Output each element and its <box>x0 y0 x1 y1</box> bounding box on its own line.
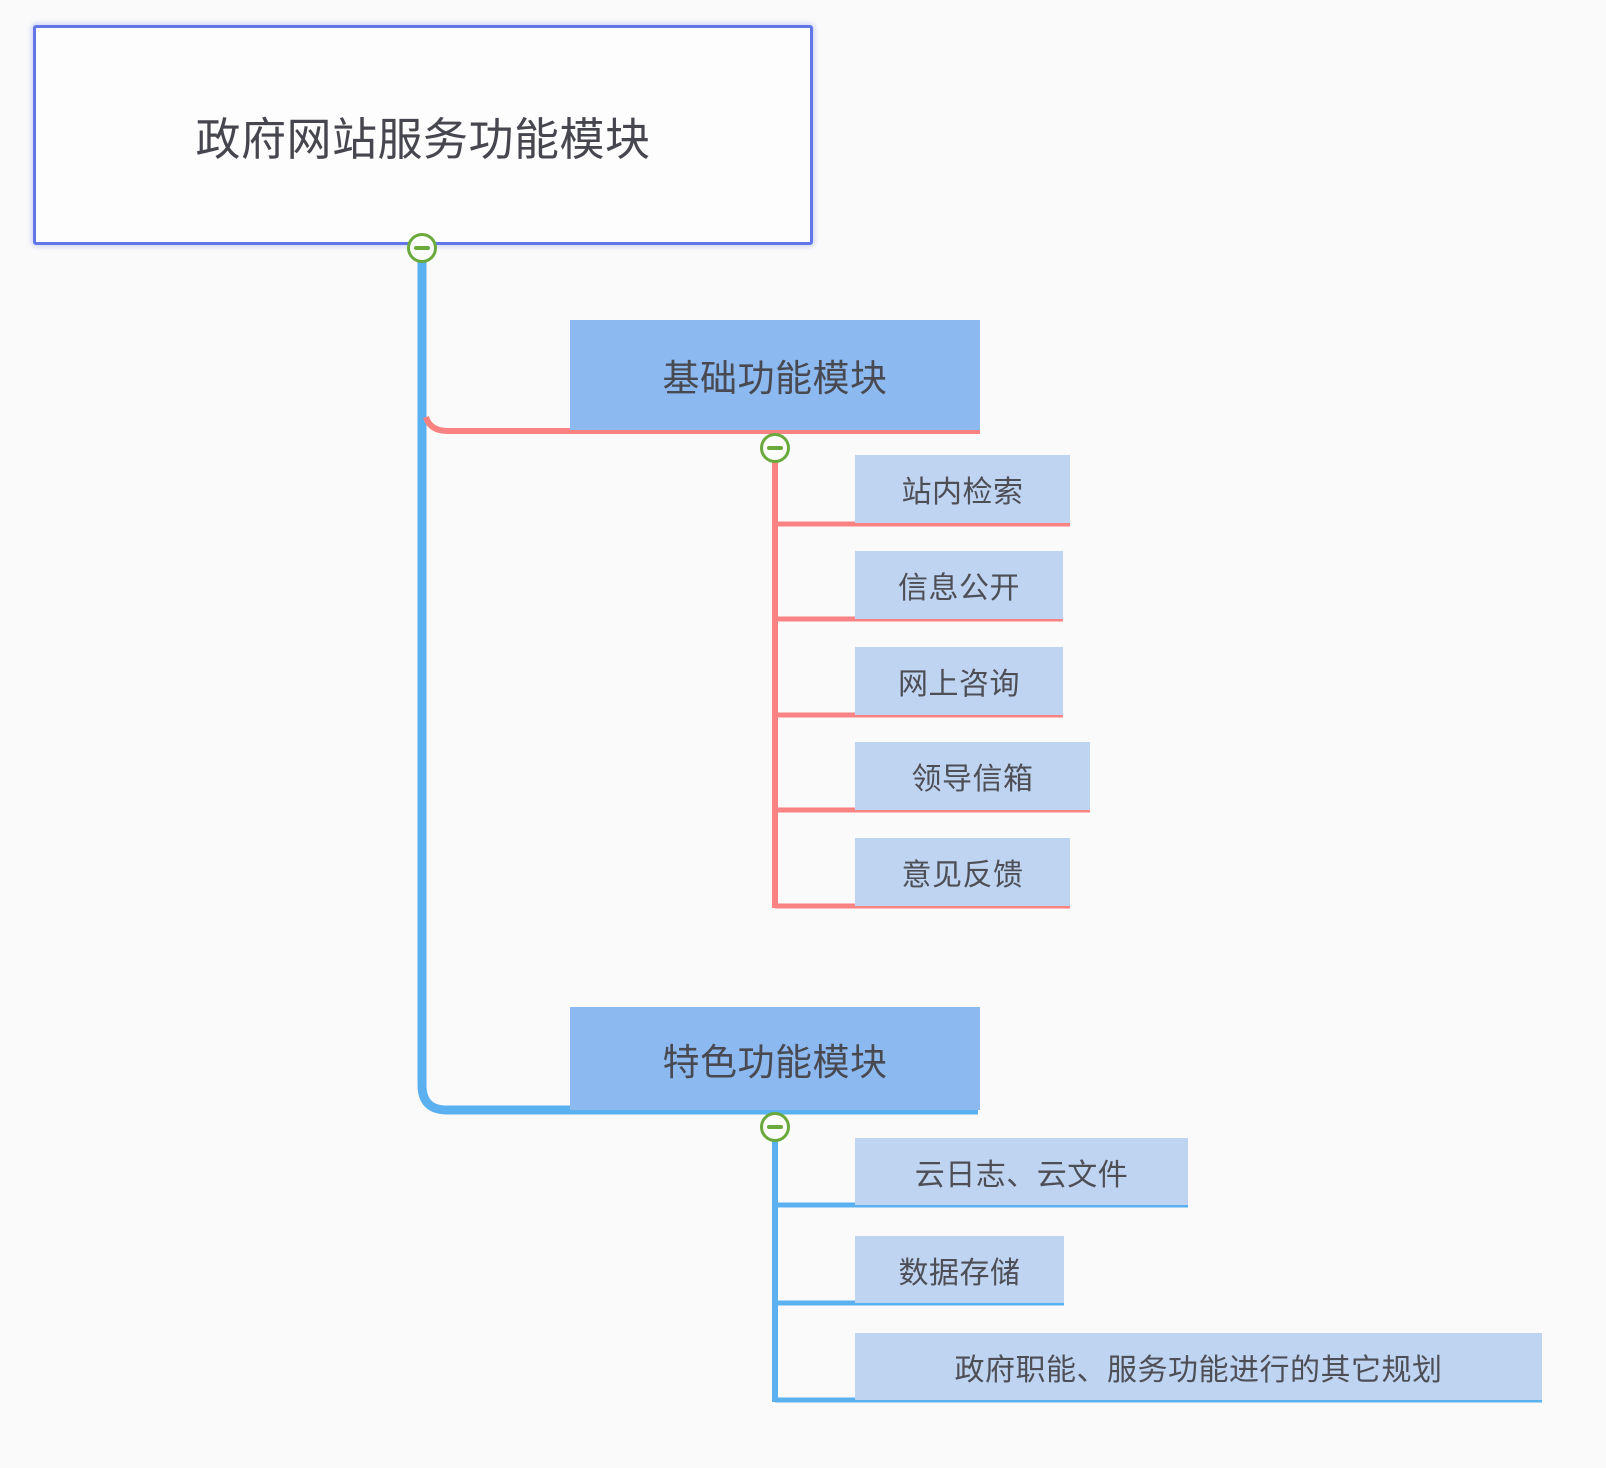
leaf-node-2-1[interactable]: 云日志、云文件 <box>855 1138 1188 1205</box>
leaf-node-1-4[interactable]: 领导信箱 <box>855 742 1090 810</box>
leaf-node-1-1-label: 站内检索 <box>901 475 1024 510</box>
leaf-node-2-3-label: 政府职能、服务功能进行的其它规划 <box>954 1352 1443 1388</box>
leaf-node-1-3-label: 网上咨询 <box>898 667 1020 702</box>
root-node[interactable]: 政府网站服务功能模块 <box>33 25 813 245</box>
leaf-node-1-5[interactable]: 意见反馈 <box>855 838 1070 906</box>
leaf-node-1-4-label: 领导信箱 <box>911 762 1034 797</box>
leaf-node-2-2[interactable]: 数据存储 <box>855 1236 1064 1303</box>
root-node-label: 政府网站服务功能模块 <box>195 112 651 166</box>
branch-node-1-label: 基础功能模块 <box>662 357 888 400</box>
leaf-node-1-2[interactable]: 信息公开 <box>855 551 1063 619</box>
leaf-node-1-5-label: 意见反馈 <box>901 858 1024 893</box>
minus-icon <box>414 246 430 250</box>
branch-node-1[interactable]: 基础功能模块 <box>570 320 980 430</box>
minus-icon <box>767 446 783 450</box>
leaf-node-2-1-label: 云日志、云文件 <box>914 1157 1129 1193</box>
root-collapse-toggle[interactable] <box>407 233 437 263</box>
leaf-node-1-1[interactable]: 站内检索 <box>855 455 1070 523</box>
branch-node-2-label: 特色功能模块 <box>662 1040 888 1084</box>
minus-icon <box>767 1125 783 1129</box>
leaf-node-1-2-label: 信息公开 <box>898 571 1020 606</box>
branch-node-2[interactable]: 特色功能模块 <box>570 1007 980 1110</box>
leaf-node-2-3[interactable]: 政府职能、服务功能进行的其它规划 <box>855 1333 1542 1400</box>
leaf-node-2-2-label: 数据存储 <box>898 1255 1021 1291</box>
branch-1-collapse-toggle[interactable] <box>760 433 790 463</box>
branch-2-collapse-toggle[interactable] <box>760 1112 790 1142</box>
leaf-node-1-3[interactable]: 网上咨询 <box>855 647 1063 715</box>
